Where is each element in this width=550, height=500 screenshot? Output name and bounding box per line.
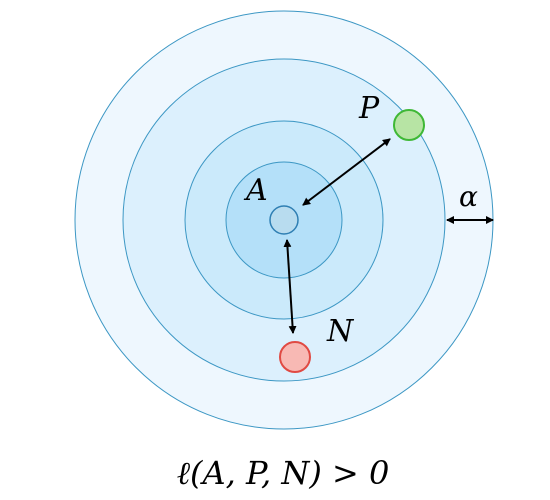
positive-point	[393, 109, 425, 141]
negative-label: N	[326, 314, 355, 349]
anchor-positive-arrow	[302, 138, 391, 206]
margin-label: α	[459, 180, 478, 213]
anchor-negative-arrow	[283, 239, 297, 334]
loss-formula: ℓ(A, P, N) > 0	[177, 454, 390, 492]
anchor-point	[269, 205, 299, 235]
anchor-label: A	[243, 173, 268, 208]
negative-point	[279, 341, 311, 373]
positive-label: P	[358, 91, 380, 126]
